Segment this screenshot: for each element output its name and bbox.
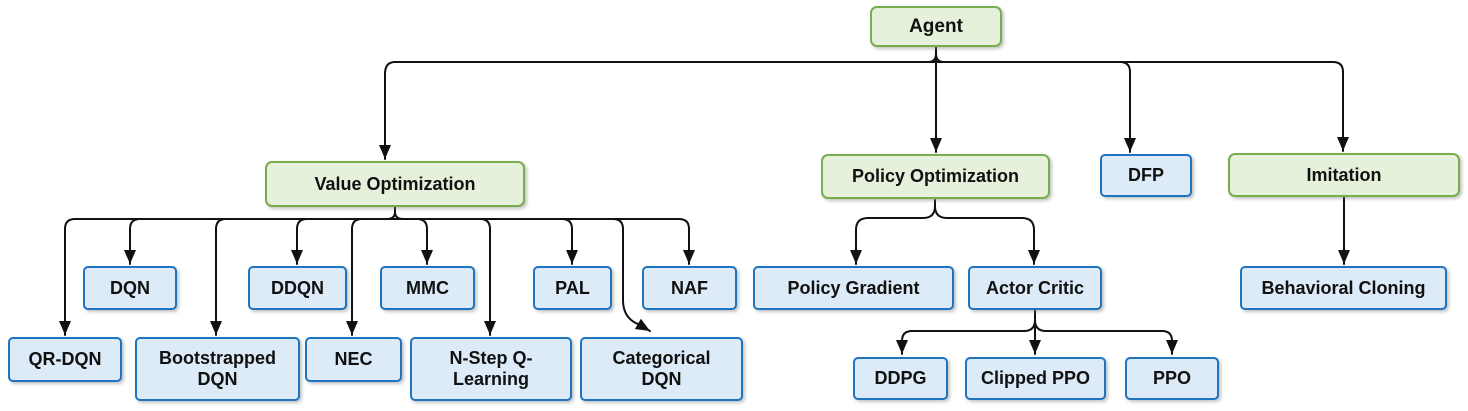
node-value-optimization: Value Optimization [265, 161, 525, 207]
node-bootstrapped-dqn: Bootstrapped DQN [135, 337, 300, 401]
node-policy-gradient: Policy Gradient [753, 266, 954, 310]
node-nec: NEC [305, 337, 402, 382]
node-qr-dqn: QR-DQN [8, 337, 122, 382]
node-clipped-ppo: Clipped PPO [965, 357, 1106, 400]
node-dqn: DQN [83, 266, 177, 310]
node-policy-optimization: Policy Optimization [821, 154, 1050, 199]
node-imitation: Imitation [1228, 153, 1460, 197]
node-ppo: PPO [1125, 357, 1219, 400]
node-ddqn: DDQN [248, 266, 347, 310]
node-categorical-dqn: Categorical DQN [580, 337, 743, 401]
node-actor-critic: Actor Critic [968, 266, 1102, 310]
node-ddpg: DDPG [853, 357, 948, 400]
node-mmc: MMC [380, 266, 475, 310]
node-dfp: DFP [1100, 154, 1192, 197]
node-agent: Agent [870, 6, 1002, 47]
node-naf: NAF [642, 266, 737, 310]
node-behavioral-cloning: Behavioral Cloning [1240, 266, 1447, 310]
node-n-step-q-learning: N-Step Q-Learning [410, 337, 572, 401]
node-pal: PAL [533, 266, 612, 310]
